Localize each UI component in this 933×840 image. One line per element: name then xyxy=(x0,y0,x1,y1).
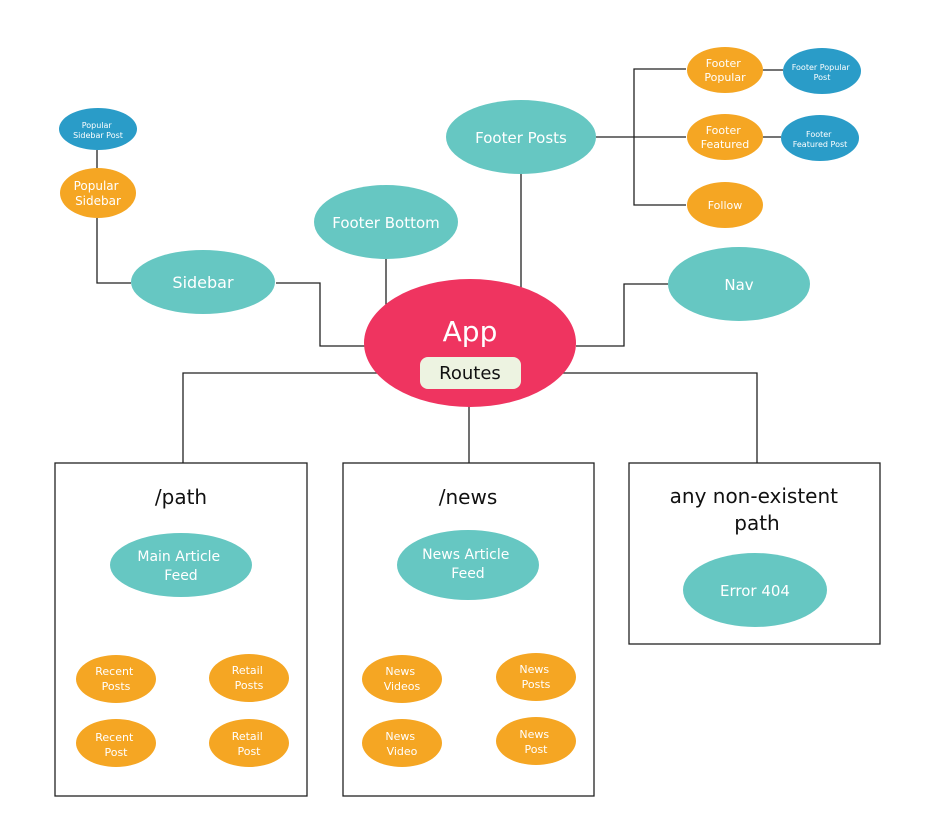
route-title-path: /path xyxy=(155,485,207,509)
footer-bottom-label: Footer Bottom xyxy=(332,214,440,232)
retail-post-node xyxy=(209,719,289,767)
retail-posts-node xyxy=(209,654,289,702)
nav-node xyxy=(668,247,810,321)
recent-post-label: Recent Post xyxy=(95,731,137,759)
news-post-label: News Post xyxy=(519,728,552,756)
news-videos-label: News Videos xyxy=(384,665,421,693)
routes-pill xyxy=(420,357,521,389)
footer-bottom-node xyxy=(314,185,458,259)
news-videos-node xyxy=(362,655,442,703)
connector-footer-popular xyxy=(633,68,686,206)
retail-post-label: Retail Post xyxy=(232,730,267,758)
connector-app-nav xyxy=(576,283,668,347)
footer-featured-post-node xyxy=(781,115,859,161)
app-label: App xyxy=(443,315,498,348)
sidebar-label: Sidebar xyxy=(172,273,234,292)
footer-popular-post-node xyxy=(783,48,861,94)
main-article-feed-node xyxy=(110,533,252,597)
connector-sidebar-popular-sidebar xyxy=(96,218,131,284)
follow-node xyxy=(687,182,763,228)
route-title-news: /news xyxy=(439,485,498,509)
news-video-label: News Video xyxy=(385,730,418,758)
footer-featured-label: Footer Featured xyxy=(701,124,750,151)
news-article-feed-label: News Article Feed xyxy=(422,547,514,582)
news-posts-label: News Posts xyxy=(519,663,552,691)
popular-sidebar-post-node xyxy=(59,108,137,150)
popular-sidebar-post-label: Popular Sidebar Post xyxy=(73,121,123,140)
news-video-node xyxy=(362,719,442,767)
footer-popular-label: Footer Popular xyxy=(704,57,746,84)
error-404-node xyxy=(683,553,827,627)
app-node xyxy=(364,279,576,407)
nav-label: Nav xyxy=(724,276,753,294)
footer-popular-node xyxy=(687,47,763,93)
recent-post-node xyxy=(76,719,156,767)
recent-posts-label: Recent Posts xyxy=(95,665,137,693)
route-title-error: any non-existent path xyxy=(670,484,845,535)
recent-posts-node xyxy=(76,655,156,703)
follow-label: Follow xyxy=(708,199,743,212)
news-post-node xyxy=(496,717,576,765)
footer-featured-node xyxy=(687,114,763,160)
footer-posts-node xyxy=(446,100,596,174)
news-article-feed-node xyxy=(397,530,539,600)
error-404-label: Error 404 xyxy=(720,582,790,600)
footer-posts-label: Footer Posts xyxy=(475,129,567,147)
connector-app-sidebar xyxy=(276,282,366,347)
popular-sidebar-node xyxy=(60,168,136,218)
retail-posts-label: Retail Posts xyxy=(232,664,267,692)
footer-featured-post-label: Footer Featured Post xyxy=(793,130,848,149)
main-article-feed-label: Main Article Feed xyxy=(137,549,224,584)
footer-popular-post-label: Footer Popular Post xyxy=(792,63,853,82)
news-posts-node xyxy=(496,653,576,701)
sidebar-node xyxy=(131,250,275,314)
routes-label: Routes xyxy=(439,363,501,384)
popular-sidebar-label: Popular Sidebar xyxy=(74,179,123,208)
